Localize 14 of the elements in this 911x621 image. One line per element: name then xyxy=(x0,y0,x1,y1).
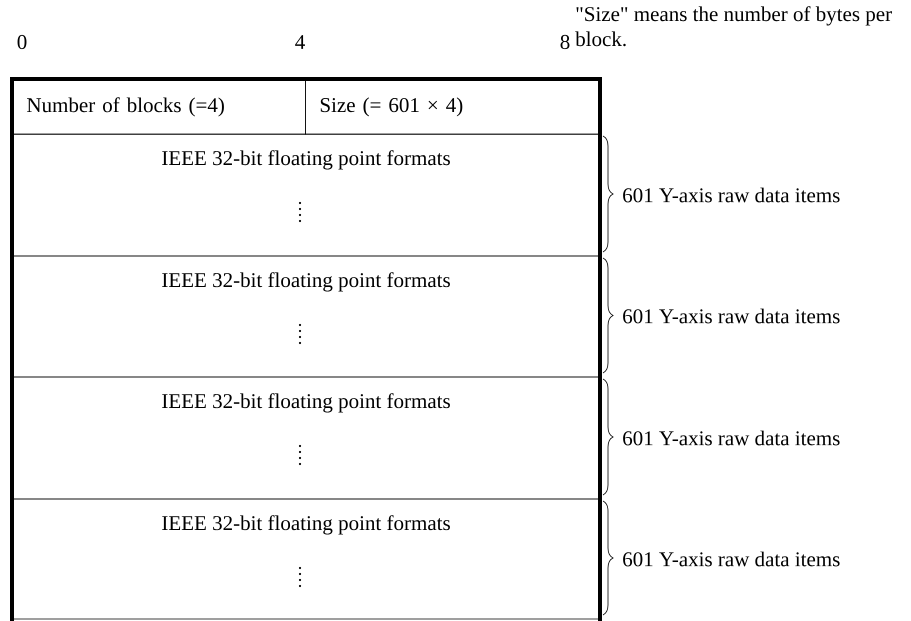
table-row: IEEE 32-bit floating point formats xyxy=(12,256,600,378)
table-row: IEEE 32-bit floating point formats xyxy=(12,498,600,620)
note: "Size" means the number of bytes per block. xyxy=(575,6,892,46)
ruler-number: 4 xyxy=(295,35,305,49)
table-cell: Size (= 601 × 4) xyxy=(305,79,601,135)
brace-label: 601 Y-axis raw data items xyxy=(623,552,840,566)
ruler-number: 0 xyxy=(18,34,26,50)
brace-label: 601 Y-axis raw data items xyxy=(623,308,840,324)
brace-label: 601 Y-axis raw data items xyxy=(623,188,840,202)
brace-label: 601 Y-axis raw data items xyxy=(623,430,840,446)
table-row: IEEE 32-bit floating point formats xyxy=(12,134,600,256)
ruler-number: 8 xyxy=(560,34,570,50)
table-row: IEEE 32-bit floating point formats xyxy=(12,376,600,500)
table-cell: Number of blocks (=4) xyxy=(12,79,306,135)
